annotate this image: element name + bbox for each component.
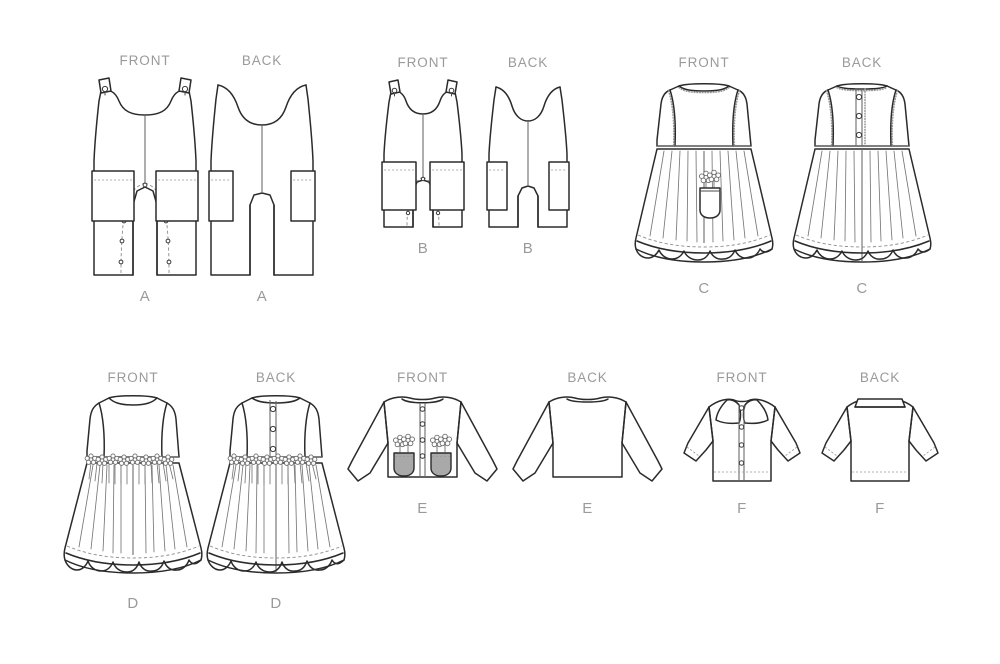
view-e-front-drawing — [347, 396, 498, 482]
view-b-front-drawing — [381, 79, 465, 228]
flower-trim-band-d-front — [84, 453, 175, 466]
view-c-back-letter-label: C — [856, 280, 868, 297]
view-e-back — [505, 395, 670, 500]
view-a-back-orientation-label: BACK — [241, 53, 283, 68]
flower-motif-e-front-left — [393, 433, 415, 453]
view-c-back-drawing — [792, 83, 932, 263]
view-e-back-orientation-label: BACK — [567, 370, 608, 385]
view-d-back — [196, 393, 356, 588]
view-d-front-orientation-label: FRONT — [107, 370, 159, 385]
view-f-back-orientation-label: BACK — [859, 370, 901, 385]
view-d-back-orientation-label: BACK — [255, 370, 297, 385]
view-f-front-drawing — [683, 398, 801, 482]
view-d-front — [53, 393, 213, 588]
view-a-back — [192, 75, 332, 290]
view-c-back — [782, 78, 942, 278]
view-f-back — [810, 395, 950, 500]
view-f-back-drawing — [821, 398, 939, 482]
view-b-back — [478, 80, 578, 240]
view-d-front-drawing — [63, 395, 203, 574]
flower-motif-c-front — [699, 169, 721, 188]
view-c-front-drawing — [634, 83, 774, 263]
view-e-front-orientation-label: FRONT — [397, 370, 448, 385]
view-a-back-letter-label: A — [256, 288, 268, 305]
flower-motif-e-front-right — [430, 433, 452, 453]
flower-trim-band-d-back — [227, 453, 318, 466]
view-c-front-letter-label: C — [698, 280, 710, 297]
view-b-back-letter-label: B — [522, 240, 534, 257]
view-a-front-drawing — [91, 77, 199, 276]
view-b-back-orientation-label: BACK — [507, 55, 549, 70]
view-f-front-orientation-label: FRONT — [716, 370, 768, 385]
view-a-back-drawing — [208, 84, 316, 276]
view-b-front-orientation-label: FRONT — [397, 55, 449, 70]
view-a-front — [75, 75, 215, 290]
view-b-back-drawing — [486, 86, 570, 228]
view-c-back-orientation-label: BACK — [841, 55, 883, 70]
view-d-front-letter-label: D — [127, 595, 139, 612]
view-e-front — [340, 395, 505, 500]
view-e-back-drawing — [512, 396, 663, 482]
view-e-back-letter-label: E — [582, 500, 593, 517]
view-c-front-orientation-label: FRONT — [678, 55, 730, 70]
view-e-front-letter-label: E — [417, 500, 428, 517]
view-d-back-drawing — [206, 395, 346, 574]
view-d-back-letter-label: D — [270, 595, 282, 612]
view-b-front-letter-label: B — [417, 240, 429, 257]
view-c-front — [624, 78, 784, 278]
view-f-back-letter-label: F — [875, 500, 885, 517]
view-a-front-orientation-label: FRONT — [119, 53, 171, 68]
view-b-front — [373, 79, 473, 240]
view-a-front-letter-label: A — [139, 288, 151, 305]
view-f-front — [672, 395, 812, 500]
view-f-front-letter-label: F — [737, 500, 747, 517]
